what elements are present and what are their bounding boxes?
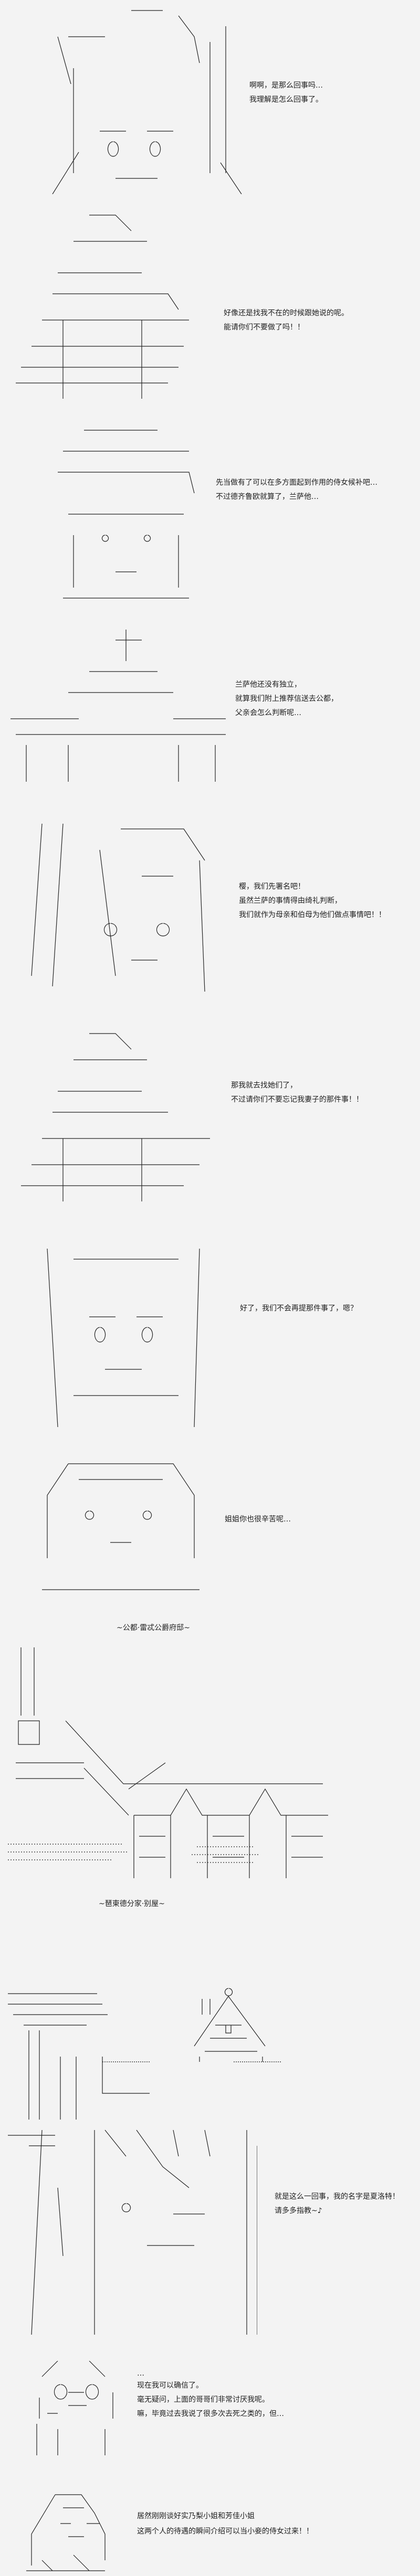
dialogue-line: … xyxy=(137,2369,144,2378)
dialogue-line: 这两个人的待遇的瞬间介绍可以当小妾的侍女过来！！ xyxy=(137,2527,313,2536)
dialogue-line: 能请你们不要做了吗！！ xyxy=(224,323,304,332)
dialogue-panel-7: 好了，我们不会再提那件事了，嗯？ xyxy=(240,1302,358,1316)
dialogue-line: 好像还是找我不在的时候跟她说的呢。 xyxy=(224,309,349,317)
scene-caption-mansion: ~公都·雷忒公爵府邸~ xyxy=(117,1624,190,1632)
character-art-1 xyxy=(21,5,247,194)
dialogue-line: 那我就去找她们了， xyxy=(231,1081,297,1090)
character-art-10 xyxy=(16,2361,116,2461)
character-art-11 xyxy=(21,2492,110,2576)
dialogue-line: 不过请你们不要忘记我妻子的那件事！！ xyxy=(231,1095,363,1104)
character-art-3 xyxy=(32,420,205,609)
dialogue-line: 虽然兰萨的事情得由绮礼判断， xyxy=(239,897,342,905)
dialogue-panel-9: 就是这么一回事，我的名字是夏洛特！ 请多多指教~♪ xyxy=(275,2190,400,2218)
dialogue-line: 不过德齐鲁欧就算了，兰萨他… xyxy=(216,493,319,501)
dialogue-panel-5: 樱，我们先署名吧！ 虽然兰萨的事情得由绮礼判断， 我们就作为母亲和伯母为他们做点… xyxy=(239,880,386,922)
dialogue-line: 毫无疑问，上面的哥哥们非常讨厌我呢。 xyxy=(137,2396,269,2404)
dialogue-line: 现在我可以确信了。 xyxy=(137,2381,203,2390)
wheat-field-art xyxy=(100,2057,289,2067)
dialogue-line: 请多多指教~♪ xyxy=(275,2207,322,2215)
dialogue-line: 居然刚刚谈好实乃梨小姐和芳佳小姐 xyxy=(137,2512,255,2520)
dialogue-line: 啊啊，是那么回事吗… xyxy=(249,81,323,90)
character-art-2 xyxy=(10,210,200,409)
dialogue-line: 我们就作为母亲和伯母为他们做点事情吧！！ xyxy=(239,911,386,919)
dialogue-panel-6: 那我就去找她们了， 不过请你们不要忘记我妻子的那件事！！ xyxy=(231,1079,363,1107)
dialogue-line: 兰萨他还没有独立， xyxy=(235,680,301,689)
dialogue-panel-2: 好像还是找我不在的时候跟她说的呢。 能请你们不要做了吗！！ xyxy=(224,306,349,335)
dialogue-panel-11: 居然刚刚谈好实乃梨小姐和芳佳小姐 这两个人的待遇的瞬间介绍可以当小妾的侍女过来！… xyxy=(137,2509,313,2539)
dialogue-panel-8: 姐姐你也很辛苦呢… xyxy=(225,1513,291,1527)
dialogue-line: 就是这么一回事，我的名字是夏洛特！ xyxy=(275,2192,400,2201)
dialogue-line: 好了，我们不会再提那件事了，嗯？ xyxy=(240,1304,358,1313)
dialogue-line: 樱，我们先署名吧！ xyxy=(239,882,305,891)
scene-caption-cottage: ~琶東德分家·别屋~ xyxy=(99,1900,165,1908)
dialogue-line: 先当做有了可以在多方面起到作用的侍女候补吧… xyxy=(216,478,377,487)
cottage-art xyxy=(189,1983,273,2062)
dialogue-panel-10: … 现在我可以确信了。 毫无疑问，上面的哥哥们非常讨厌我呢。 嘛，毕竟过去我说了… xyxy=(137,2368,284,2421)
shrubs-art xyxy=(8,1839,260,1870)
dialogue-line: 姐姐你也很辛苦呢… xyxy=(225,1515,291,1524)
character-art-9 xyxy=(16,2125,257,2345)
dialogue-panel-1: 啊啊，是那么回事吗… 我理解是怎么回事了。 xyxy=(249,79,323,107)
dialogue-line: 父亲会怎么判断呢… xyxy=(235,709,301,717)
character-art-7 xyxy=(26,1238,215,1438)
mansion-art xyxy=(8,1647,328,1878)
dialogue-line: 我理解是怎么回事了。 xyxy=(249,95,323,104)
character-art-8 xyxy=(37,1453,205,1605)
character-art-4 xyxy=(5,619,231,787)
tree-art xyxy=(8,1988,155,2156)
dialogue-panel-3: 先当做有了可以在多方面起到作用的侍女候补吧… 不过德齐鲁欧就算了，兰萨他… xyxy=(216,476,377,504)
character-art-5 xyxy=(16,818,226,1002)
character-art-6 xyxy=(10,1028,220,1201)
dialogue-line: 就算我们附上推荐信送去公都， xyxy=(235,695,338,703)
dialogue-panel-4: 兰萨他还没有独立， 就算我们附上推荐信送去公都， 父亲会怎么判断呢… xyxy=(235,678,338,720)
dialogue-line: 嘛，毕竟过去我说了很多次去死之类的，但… xyxy=(137,2410,284,2418)
